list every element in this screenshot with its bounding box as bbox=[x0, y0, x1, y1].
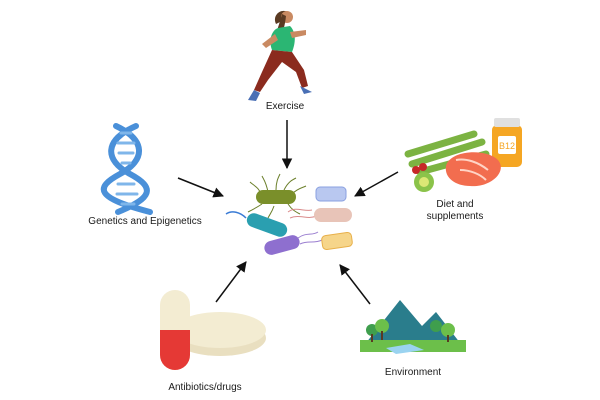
food-icon: B12 bbox=[404, 118, 522, 192]
label-diet-line1: Diet and bbox=[436, 199, 474, 210]
label-diet-line2: supplements bbox=[426, 211, 484, 222]
pill-icon bbox=[160, 290, 266, 370]
label-exercise: Exercise bbox=[265, 101, 305, 112]
landscape-icon bbox=[360, 300, 466, 354]
runner-icon bbox=[248, 10, 312, 101]
label-diet: Diet and supplements bbox=[410, 199, 500, 223]
vitamin-label: B12 bbox=[499, 141, 515, 151]
dna-icon bbox=[100, 123, 153, 215]
label-environment: Environment bbox=[384, 367, 442, 378]
label-antibiotics: Antibiotics/drugs bbox=[168, 382, 242, 393]
arrow-genetics bbox=[177, 177, 224, 198]
microbiome-icon bbox=[225, 173, 353, 255]
arrow-environment bbox=[339, 264, 371, 305]
arrow-diet bbox=[354, 171, 399, 197]
label-genetics: Genetics and Epigenetics bbox=[88, 216, 202, 227]
arrow-antibiotics bbox=[215, 261, 247, 303]
